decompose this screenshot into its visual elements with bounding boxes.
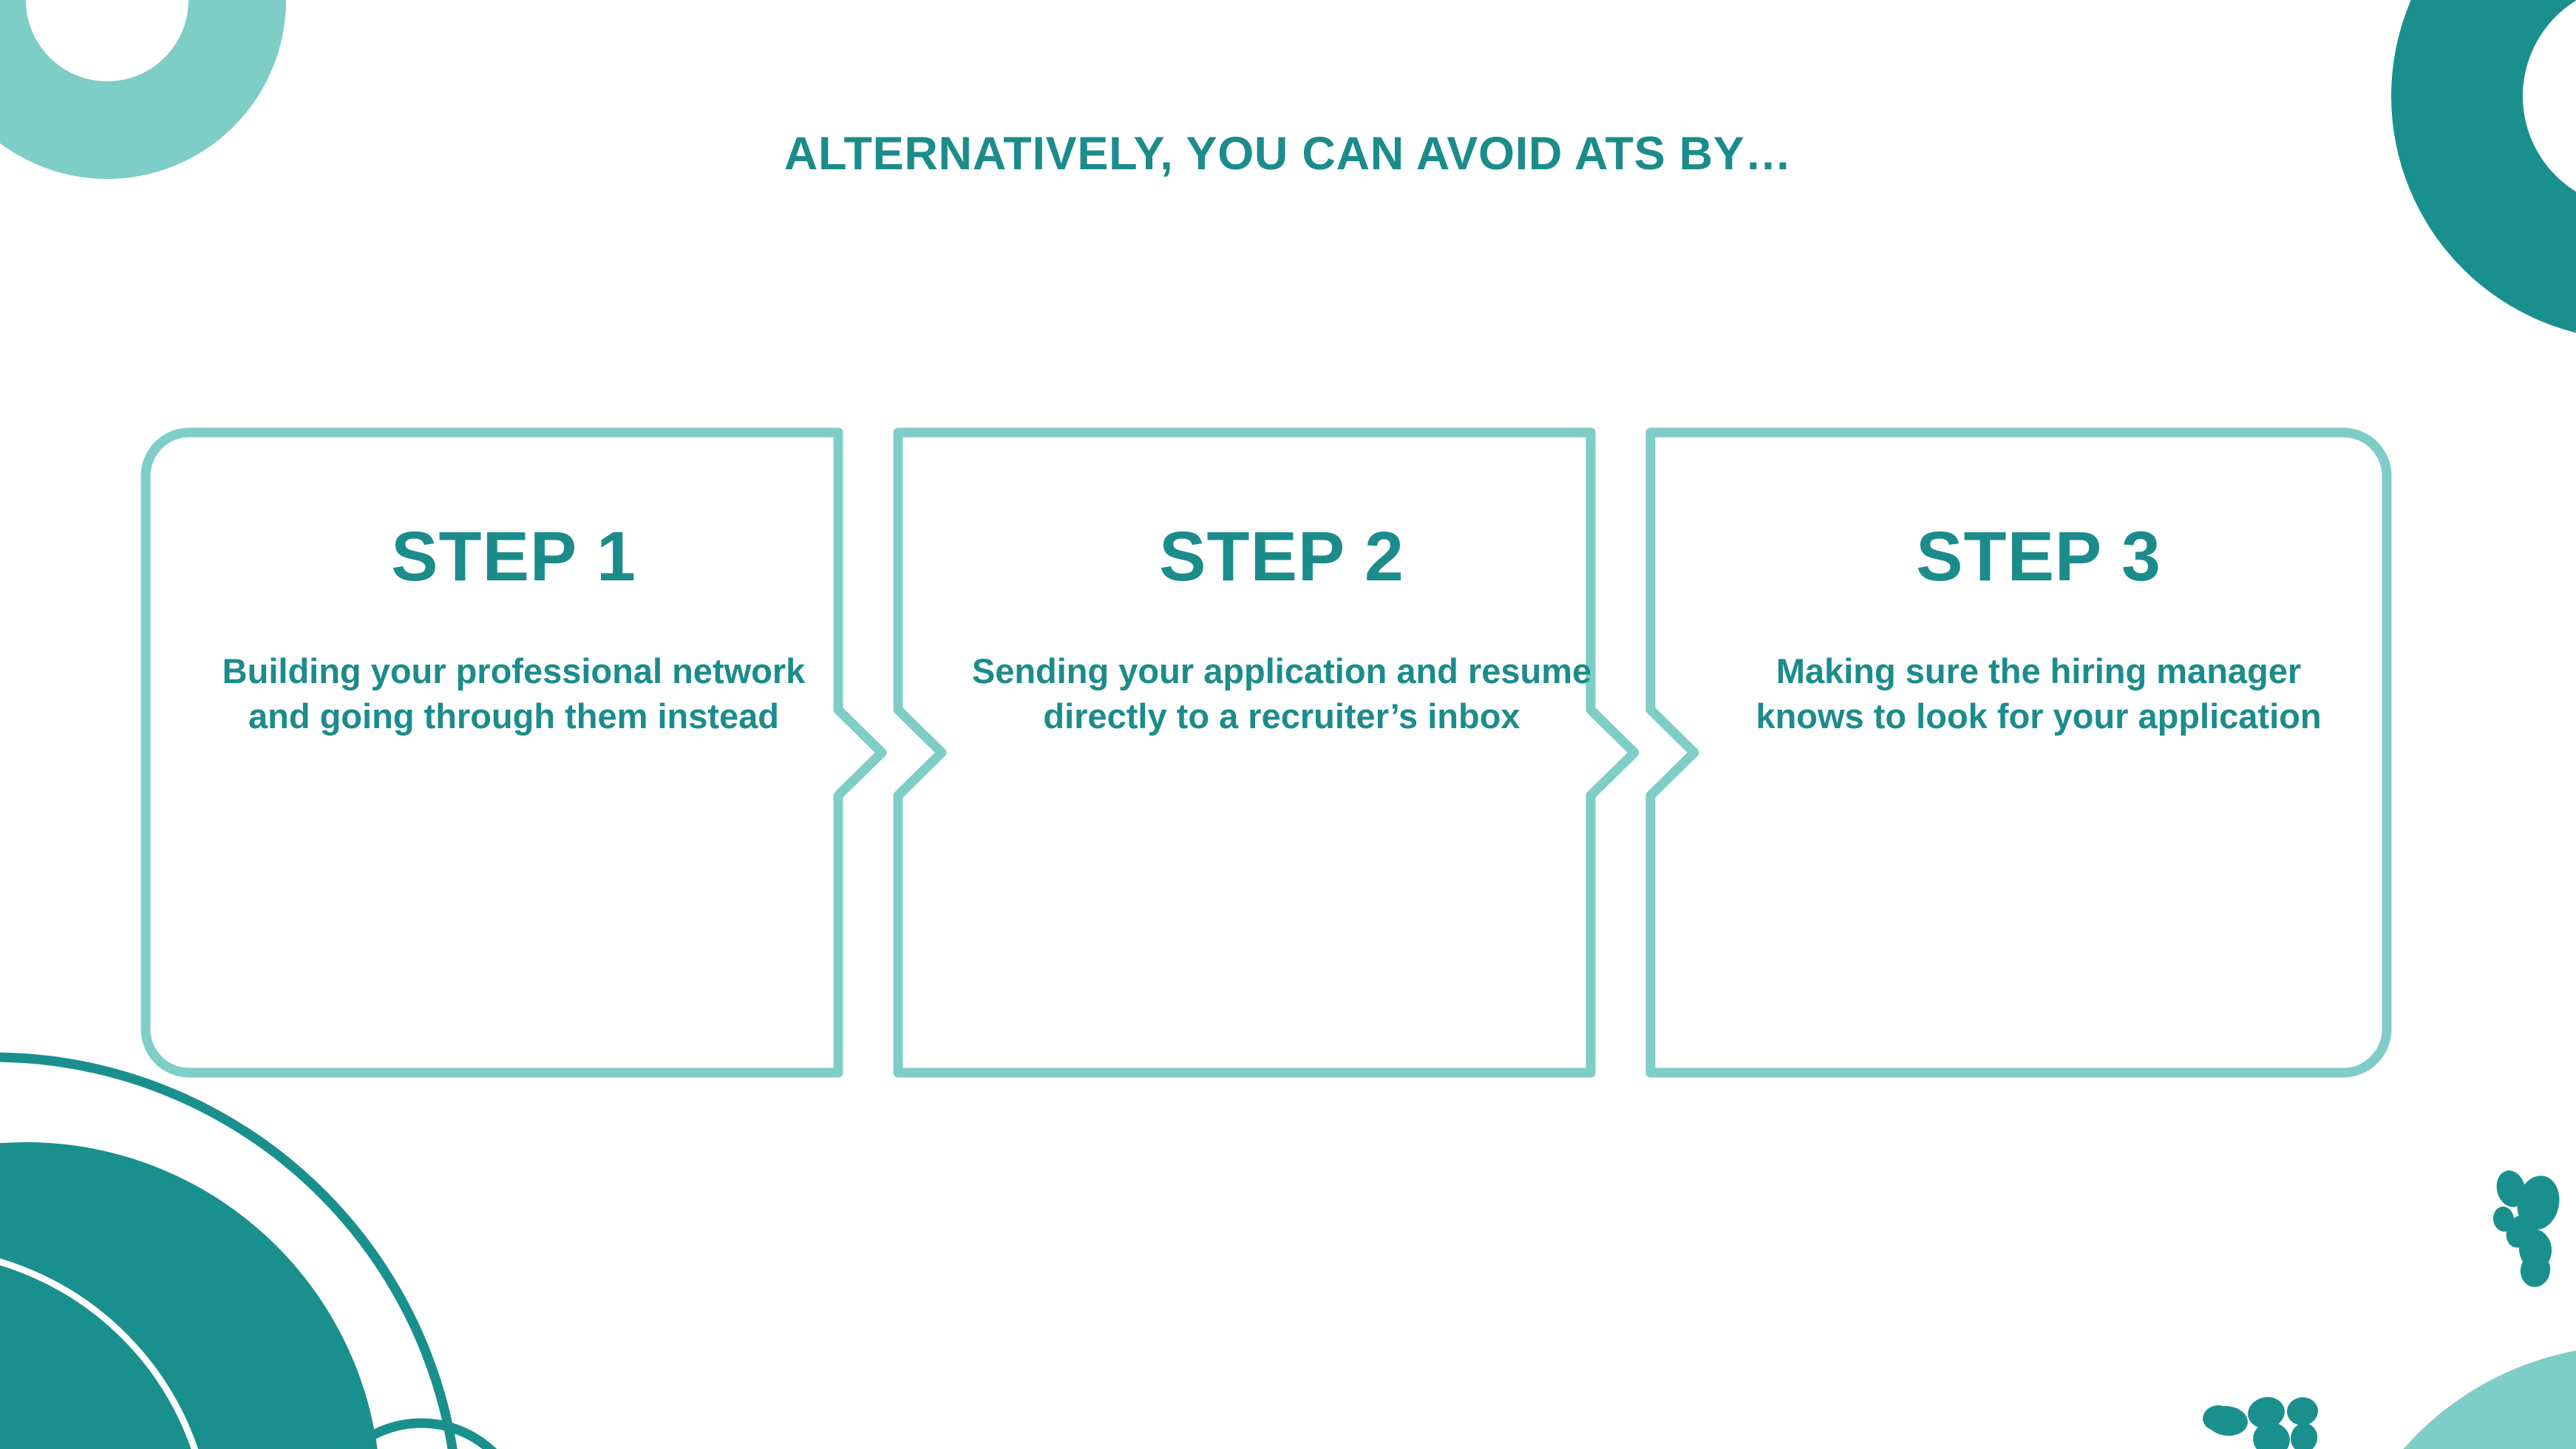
- bottom-left-disc-icon: [0, 1142, 378, 1449]
- step-card-1[interactable]: STEP 1 Building your professional networ…: [140, 427, 887, 1078]
- step-title: STEP 3: [1916, 518, 2161, 596]
- bottom-center-circle-outline-icon: [345, 1418, 497, 1449]
- dot-cluster-upper-icon: [2492, 1170, 2560, 1287]
- step-card-1-body: STEP 1 Building your professional networ…: [140, 427, 887, 1078]
- step-title: STEP 1: [391, 518, 636, 596]
- step-card-3-frame: [1645, 427, 2392, 1078]
- step-card-1-frame: [140, 427, 887, 1078]
- step-card-3[interactable]: STEP 3 Making sure the hiring manager kn…: [1645, 427, 2392, 1078]
- step-description: Building your professional network and g…: [222, 651, 806, 736]
- dot-cluster-lower-icon: [2203, 1397, 2318, 1449]
- step-card-2-body: STEP 2 Sending your application and resu…: [893, 427, 1639, 1078]
- bottom-left-circle-outline-icon: [0, 1052, 458, 1449]
- step-description: Making sure the hiring manager knows to …: [1756, 651, 2322, 736]
- step-title: STEP 2: [1159, 518, 1404, 596]
- page-title: ALTERNATIVELY, YOU CAN AVOID ATS BY…: [784, 128, 1792, 180]
- steps-container: STEP 1 Building your professional networ…: [140, 427, 2453, 1078]
- step-card-2[interactable]: STEP 2 Sending your application and resu…: [893, 427, 1639, 1078]
- step-description: Sending your application and resume dire…: [971, 651, 1592, 736]
- step-card-2-frame: [893, 427, 1639, 1078]
- bottom-right-dome-icon: [2403, 1351, 2576, 1449]
- step-card-3-body: STEP 3 Making sure the hiring manager kn…: [1645, 427, 2392, 1078]
